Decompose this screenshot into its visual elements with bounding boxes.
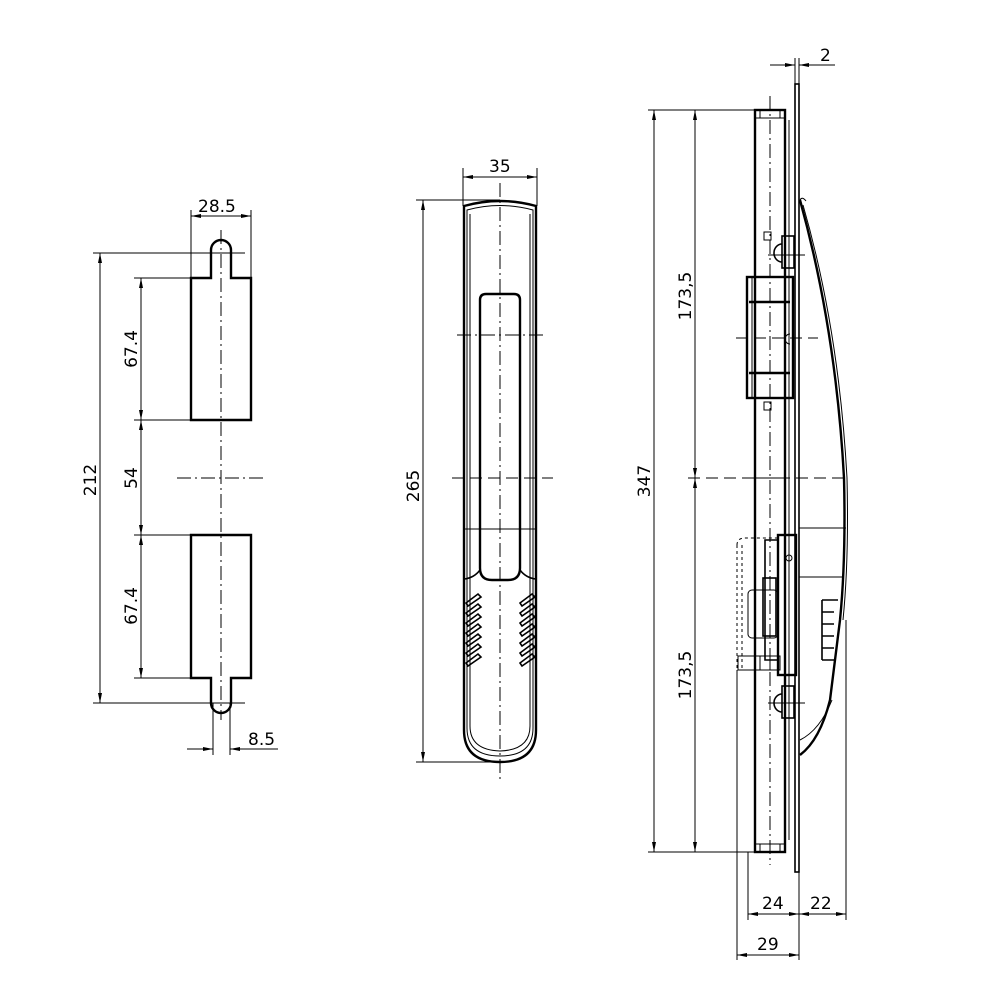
dim-67-4-lower: 67.4 [122,587,142,625]
dim-35: 35 [489,157,511,177]
dim-29: 29 [757,935,779,955]
dim-54: 54 [122,467,142,489]
front-view: 35 265 [404,157,553,780]
cutout-template-view: 28.5 212 67.4 54 67.4 8.5 [81,197,278,755]
side-view: 2 347 173,5 173,5 24 22 29 [635,46,850,960]
grip-recess [478,292,522,582]
dim-24: 24 [762,894,784,914]
grip-ribs-left [464,592,483,668]
dim-2: 2 [820,46,831,66]
upper-slot-outline [189,238,253,422]
dim-22: 22 [810,894,832,914]
handle-lever [798,199,846,756]
dim-212: 212 [81,464,101,496]
grip-ribs-right [518,592,537,668]
dim-173-5-upper: 173,5 [676,272,696,321]
dim-265: 265 [404,470,424,502]
dim-347: 347 [635,465,655,497]
dim-28-5: 28.5 [198,197,236,217]
dim-8-5: 8.5 [248,730,275,750]
dim-67-4-upper: 67.4 [122,330,142,368]
dim-173-5-lower: 173,5 [676,651,696,700]
